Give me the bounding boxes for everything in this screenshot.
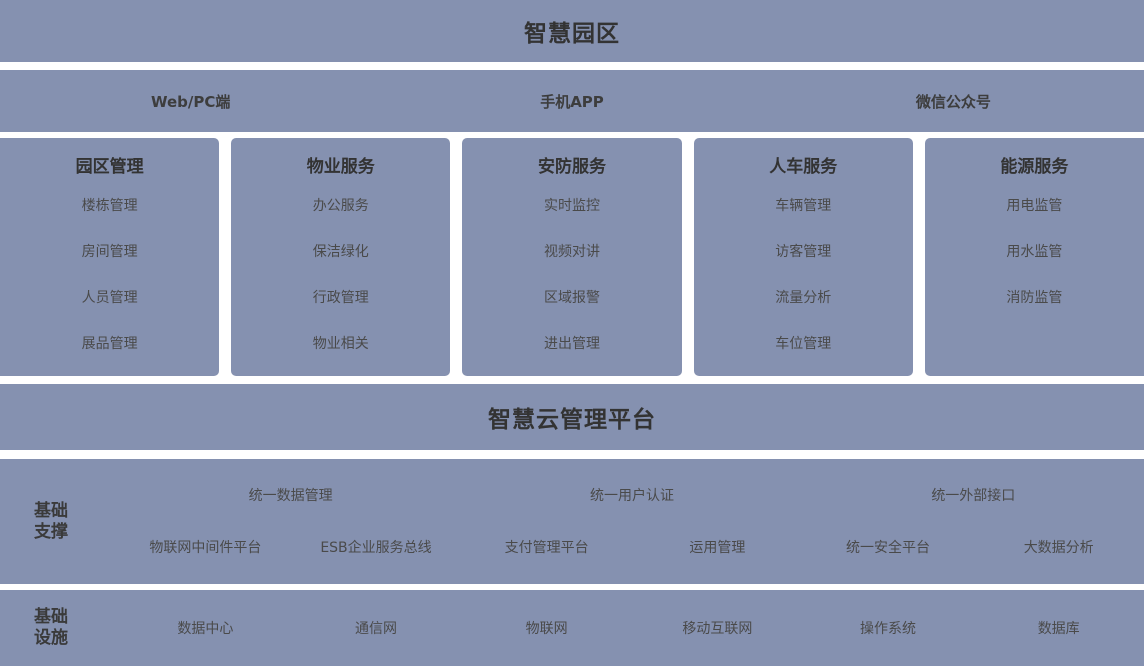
module-card-property-service: 物业服务 办公服务 保洁绿化 行政管理 物业相关 — [231, 138, 451, 376]
module-card-energy-service: 能源服务 用电监管 用水监管 消防监管 — [924, 138, 1144, 376]
module-card-people-vehicle-service: 人车服务 车辆管理 访客管理 流量分析 车位管理 — [693, 138, 913, 376]
module-title: 物业服务 — [306, 157, 375, 177]
module-title: 能源服务 — [1000, 157, 1069, 177]
module-item: 车辆管理 — [775, 198, 832, 214]
support-item-payment-management-platform: 支付管理平台 — [504, 540, 589, 556]
channel-mobile-app: 手机APP — [540, 92, 604, 111]
module-item: 用水监管 — [1006, 244, 1063, 260]
infrastructure-item-mobile-internet: 移动互联网 — [682, 621, 753, 637]
infrastructure-content: 数据中心 通信网 物联网 移动互联网 操作系统 数据库 — [120, 590, 1144, 666]
module-title: 园区管理 — [75, 157, 144, 177]
cloud-platform-band: 智慧云管理平台 — [0, 384, 1144, 450]
module-item: 进出管理 — [544, 336, 600, 352]
module-item: 展品管理 — [81, 336, 138, 352]
base-support-label-line1: 基础 — [34, 500, 68, 521]
support-item-esb-enterprise-service-bus: ESB企业服务总线 — [320, 540, 432, 556]
module-item: 访客管理 — [775, 244, 832, 260]
module-item: 消防监管 — [1006, 290, 1063, 306]
infrastructure-label-line2: 设施 — [34, 628, 68, 648]
base-support-content: 统一数据管理 统一用户认证 统一外部接口 物联网中间件平台 ESB企业服务总线 … — [120, 459, 1144, 584]
support-item-big-data-analysis: 大数据分析 — [1023, 540, 1094, 556]
infrastructure-label: 基础 设施 — [34, 607, 92, 650]
module-item: 房间管理 — [81, 244, 138, 260]
cloud-platform-title: 智慧云管理平台 — [488, 407, 656, 433]
module-title: 人车服务 — [769, 157, 838, 177]
module-card-park-management: 园区管理 楼栋管理 房间管理 人员管理 展品管理 — [0, 138, 220, 376]
infrastructure-item-database: 数据库 — [1037, 621, 1080, 637]
module-item: 用电监管 — [1006, 198, 1063, 214]
support-heading-unified-data-management: 统一数据管理 — [248, 488, 333, 504]
module-item: 人员管理 — [81, 290, 138, 306]
module-item: 视频对讲 — [544, 244, 600, 260]
infrastructure-item-operating-system: 操作系统 — [860, 621, 917, 637]
module-item: 物业相关 — [312, 336, 369, 352]
infrastructure-band: 基础 设施 数据中心 通信网 物联网 移动互联网 操作系统 数据库 — [0, 590, 1144, 666]
base-support-label-line2: 支撑 — [34, 521, 68, 542]
support-item-unified-security-platform: 统一安全平台 — [846, 540, 931, 556]
module-item: 办公服务 — [312, 198, 369, 214]
channel-wechat-official-account: 微信公众号 — [915, 92, 991, 111]
infrastructure-item-data-center: 数据中心 — [177, 621, 234, 637]
support-item-application-management: 运用管理 — [689, 540, 746, 556]
module-item: 流量分析 — [775, 290, 832, 306]
module-item: 区域报警 — [544, 290, 600, 306]
module-item: 保洁绿化 — [312, 244, 369, 260]
module-item: 车位管理 — [775, 336, 832, 352]
base-support-items: 物联网中间件平台 ESB企业服务总线 支付管理平台 运用管理 统一安全平台 大数… — [120, 537, 1144, 557]
support-heading-unified-user-authentication: 统一用户认证 — [589, 488, 674, 504]
module-item: 楼栋管理 — [81, 198, 138, 214]
base-support-headings: 统一数据管理 统一用户认证 统一外部接口 — [120, 485, 1144, 505]
support-heading-unified-external-interface: 统一外部接口 — [931, 488, 1016, 504]
support-item-iot-middleware-platform: 物联网中间件平台 — [149, 540, 262, 556]
module-title: 安防服务 — [538, 157, 606, 177]
infrastructure-item-iot: 物联网 — [525, 621, 568, 637]
page-title: 智慧园区 — [524, 21, 620, 47]
base-support-label: 基础 支撑 — [34, 500, 92, 543]
infrastructure-item-communication-network: 通信网 — [355, 621, 397, 637]
module-cards-row: 园区管理 楼栋管理 房间管理 人员管理 展品管理 物业服务 办公服务 保洁绿化 … — [0, 138, 1144, 376]
module-item: 行政管理 — [312, 290, 369, 306]
channel-web-pc: Web/PC端 — [150, 92, 231, 111]
infrastructure-label-line1: 基础 — [34, 606, 68, 627]
channel-band: Web/PC端 手机APP 微信公众号 — [0, 70, 1144, 132]
base-support-band: 基础 支撑 统一数据管理 统一用户认证 统一外部接口 物联网中间件平台 ESB企… — [0, 459, 1144, 584]
title-band: 智慧园区 — [0, 0, 1144, 62]
module-card-security-service: 安防服务 实时监控 视频对讲 区域报警 进出管理 — [462, 138, 682, 376]
module-item: 实时监控 — [544, 198, 600, 214]
